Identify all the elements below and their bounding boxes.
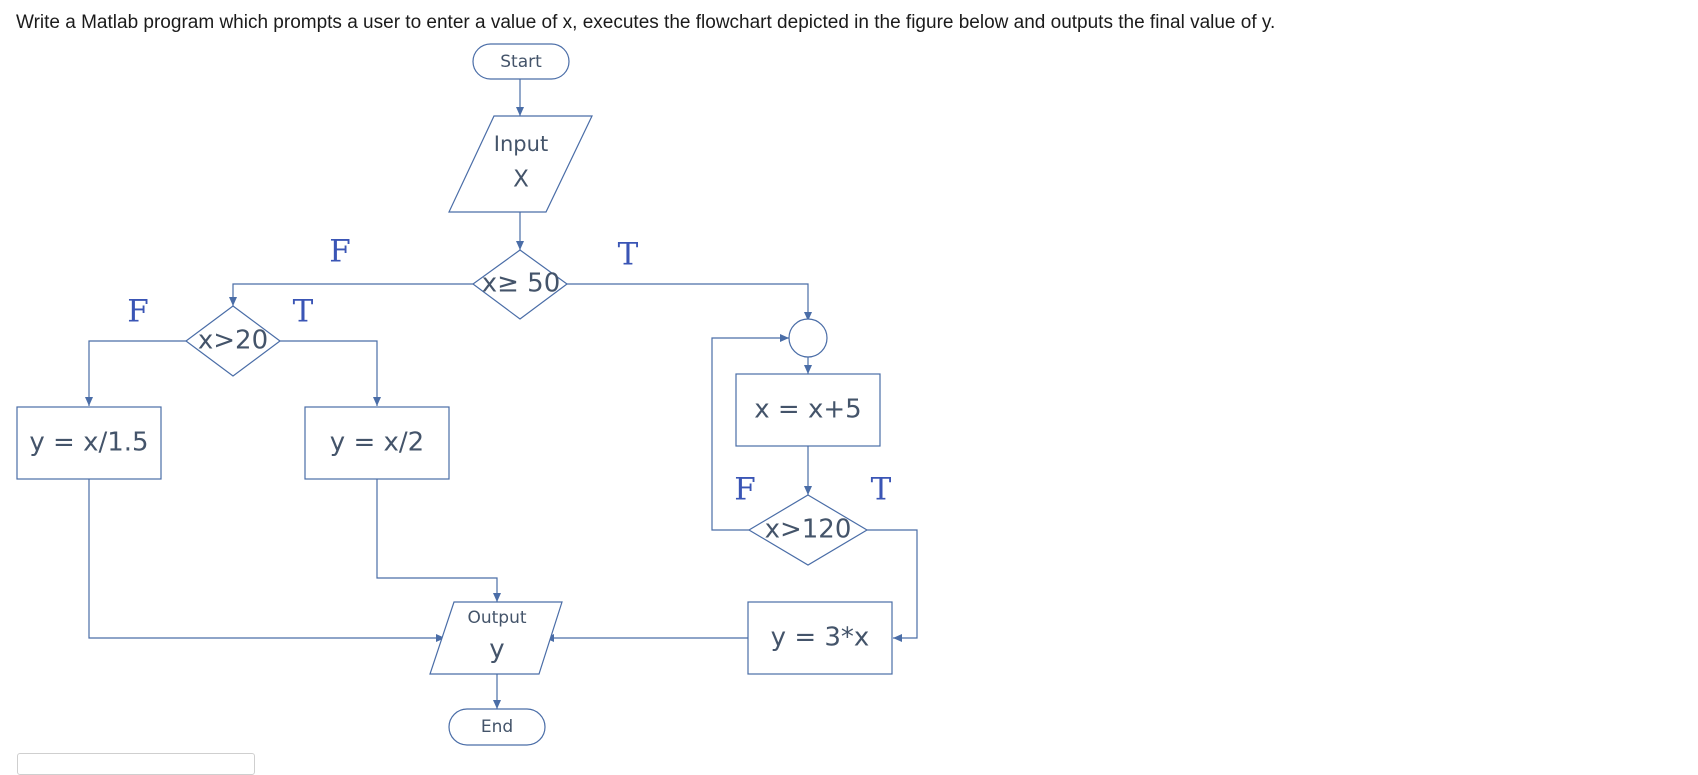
decision-x-gt-120-label: x>120: [765, 515, 852, 545]
output-node: Output y: [429, 601, 563, 675]
edge-y2-to-output: [376, 479, 501, 602]
question-text: Write a Matlab program which prompts a u…: [16, 12, 1276, 33]
flowchart-edges: [85, 79, 918, 709]
process-y-x-over-1-5-label: y = x/1.5: [29, 428, 148, 458]
branch-label-gt20-false: F: [127, 294, 149, 330]
decision-x-ge-50-label: x≥ 50: [482, 269, 561, 299]
edge-ge50-true: [567, 283, 812, 321]
start-node: Start: [472, 43, 570, 80]
input-var: X: [513, 167, 529, 193]
process-y-3x-label: y = 3*x: [771, 623, 870, 653]
branch-label-gt120-true: T: [871, 472, 892, 508]
process-y-3x: y = 3*x: [747, 601, 893, 675]
edge-gt20-false: [85, 340, 186, 406]
output-var: y: [489, 635, 504, 665]
process-y-x-over-2: y = x/2: [304, 406, 450, 480]
process-y-x-over-2-label: y = x/2: [330, 428, 424, 458]
branch-label-gt120-false: F: [734, 472, 756, 508]
branch-label-gt20-true: T: [293, 294, 314, 330]
decision-x-ge-50: x≥ 50: [471, 249, 569, 320]
decision-x-gt-120: x>120: [747, 494, 869, 566]
input-label: Input: [494, 132, 548, 156]
answer-input-box[interactable]: [17, 753, 255, 775]
input-node: Input X: [448, 115, 593, 213]
end-label: End: [481, 717, 513, 737]
edge-y15-to-output: [88, 479, 445, 642]
decision-x-gt-20: x>20: [184, 305, 282, 377]
edge-gt120-false-loop: [711, 334, 789, 531]
start-label: Start: [500, 52, 542, 72]
branch-label-ge50-true: T: [618, 237, 639, 273]
process-x-plus-5: x = x+5: [735, 373, 881, 447]
process-y-x-over-1-5: y = x/1.5: [16, 406, 162, 480]
branch-label-ge50-false: F: [329, 234, 351, 270]
edge-ge50-false: [229, 283, 473, 306]
edge-gt120-true: [867, 529, 918, 642]
decision-x-gt-20-label: x>20: [198, 326, 268, 356]
end-node: End: [448, 708, 546, 746]
edge-gt20-true: [280, 340, 381, 406]
junction-connector: [788, 318, 828, 358]
output-label: Output: [467, 608, 526, 628]
process-x-plus-5-label: x = x+5: [754, 395, 861, 425]
